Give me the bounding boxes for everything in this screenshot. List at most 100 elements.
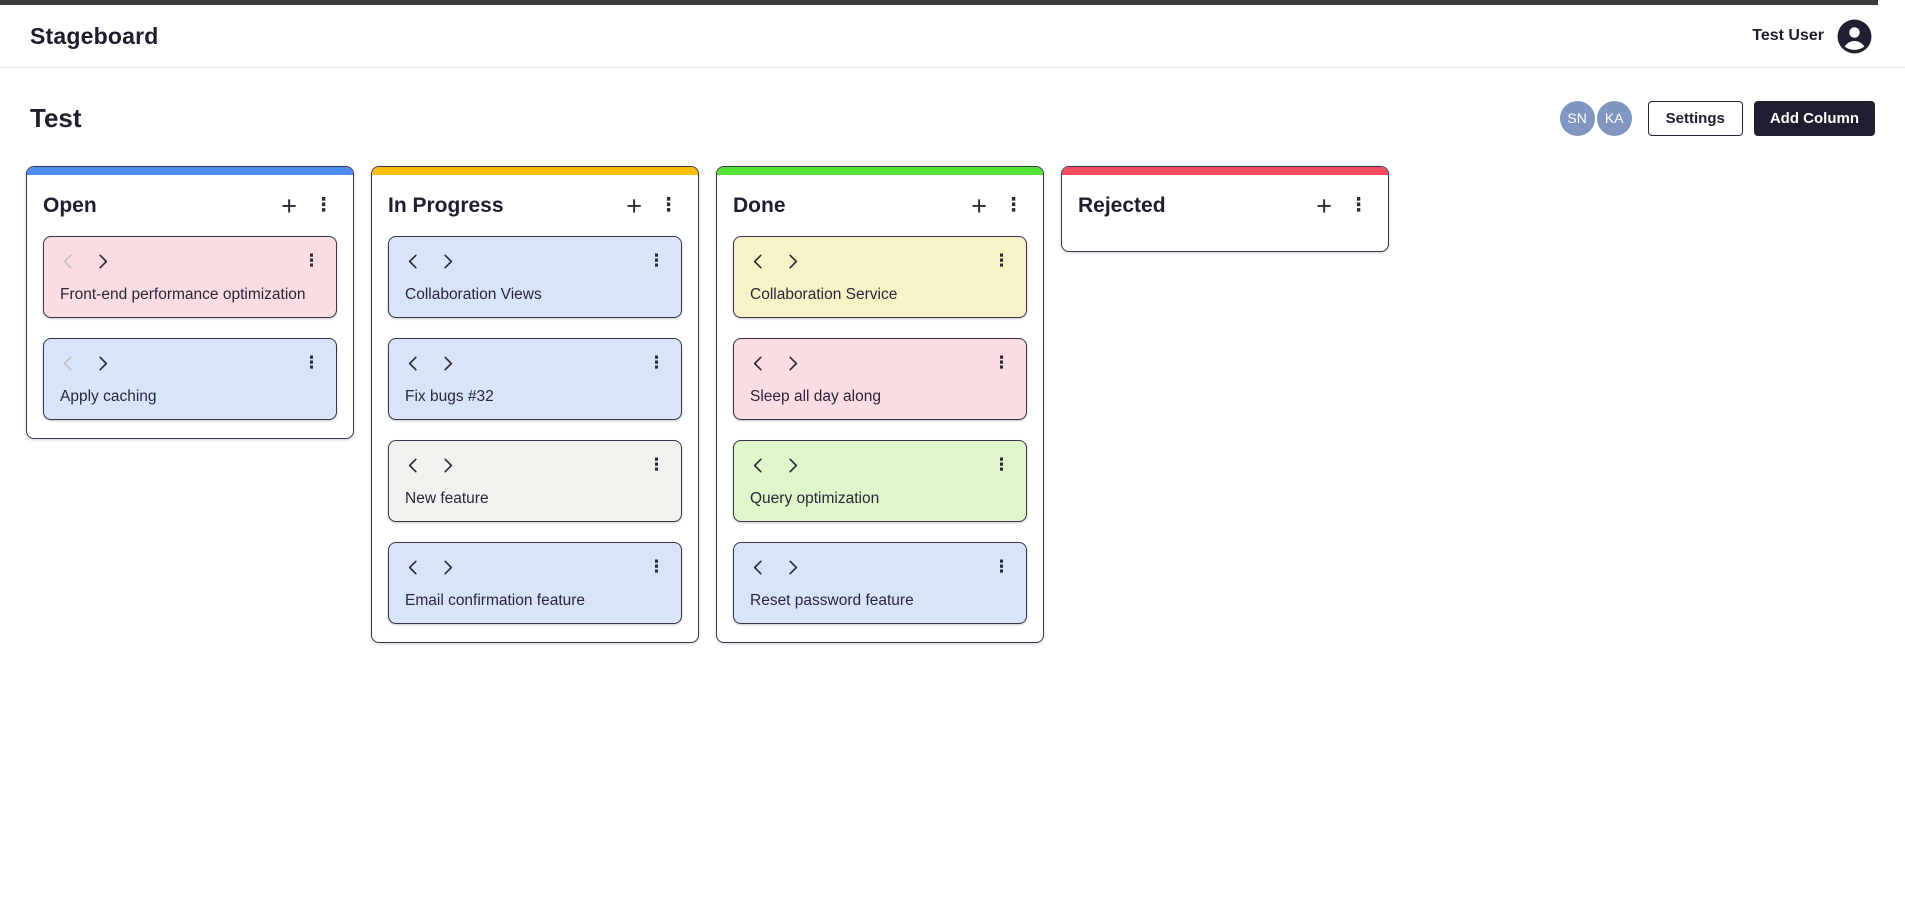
move-card-left-button[interactable] xyxy=(750,559,767,576)
kebab-icon: ⋮ xyxy=(303,251,320,270)
move-card-left-button[interactable] xyxy=(405,253,422,270)
move-card-left-button[interactable] xyxy=(405,559,422,576)
card-title: Email confirmation feature xyxy=(405,592,586,609)
column-title: In Progress xyxy=(388,193,504,217)
card[interactable]: ⋮ Front-end performance optimization xyxy=(43,236,337,318)
kebab-icon: ⋮ xyxy=(1004,194,1023,216)
kebab-icon: ⋮ xyxy=(993,353,1010,372)
card-menu-button[interactable]: ⋮ xyxy=(991,249,1012,273)
card[interactable]: ⋮ Sleep all day along xyxy=(733,338,1027,420)
move-card-right-button[interactable] xyxy=(784,559,801,576)
board-title: Test xyxy=(30,102,82,133)
card-list xyxy=(1062,236,1388,251)
add-card-button[interactable]: + xyxy=(624,190,644,221)
move-card-left-button[interactable] xyxy=(405,355,422,372)
plus-icon: + xyxy=(626,190,642,221)
chevron-left-icon xyxy=(63,356,72,370)
kebab-icon: ⋮ xyxy=(993,251,1010,270)
card[interactable]: ⋮ Fix bugs #32 xyxy=(388,338,682,420)
move-card-left-button[interactable] xyxy=(750,355,767,372)
card-menu-button[interactable]: ⋮ xyxy=(646,555,667,579)
card-menu-button[interactable]: ⋮ xyxy=(991,555,1012,579)
card-menu-button[interactable]: ⋮ xyxy=(301,351,322,375)
card-controls: ⋮ xyxy=(750,555,1012,579)
move-card-right-button[interactable] xyxy=(94,355,111,372)
card-menu-button[interactable]: ⋮ xyxy=(646,453,667,477)
chevron-left-icon xyxy=(408,356,417,370)
move-card-left-button[interactable] xyxy=(60,253,77,270)
card[interactable]: ⋮ Apply caching xyxy=(43,338,337,420)
window-top-edge xyxy=(0,0,1878,5)
member-avatar[interactable]: SN xyxy=(1559,100,1595,136)
card-controls: ⋮ xyxy=(405,249,667,273)
kebab-icon: ⋮ xyxy=(1349,194,1368,216)
column-menu-button[interactable]: ⋮ xyxy=(1347,194,1370,218)
column-title: Open xyxy=(43,193,97,217)
user-name: Test User xyxy=(1752,27,1824,44)
settings-button[interactable]: Settings xyxy=(1647,100,1743,136)
card[interactable]: ⋮ Query optimization xyxy=(733,440,1027,522)
move-card-right-button[interactable] xyxy=(784,355,801,372)
card-menu-button[interactable]: ⋮ xyxy=(646,249,667,273)
kanban-column: Done + ⋮ ⋮ Col xyxy=(716,166,1044,643)
move-card-right-button[interactable] xyxy=(94,253,111,270)
user-avatar-icon[interactable] xyxy=(1836,18,1873,55)
chevron-left-icon xyxy=(753,356,762,370)
user-menu[interactable]: Test User xyxy=(1752,18,1873,55)
column-menu-button[interactable]: ⋮ xyxy=(1002,194,1025,218)
column-accent-bar xyxy=(372,167,698,175)
card-title: Sleep all day along xyxy=(750,388,881,405)
column-accent-bar xyxy=(1062,167,1388,175)
chevron-left-icon xyxy=(753,560,762,574)
chevron-right-icon xyxy=(789,560,798,574)
move-card-left-button[interactable] xyxy=(405,457,422,474)
chevron-left-icon xyxy=(753,458,762,472)
move-card-right-button[interactable] xyxy=(784,253,801,270)
kebab-icon: ⋮ xyxy=(993,455,1010,474)
column-accent-bar xyxy=(27,167,353,175)
card[interactable]: ⋮ Email confirmation feature xyxy=(388,542,682,624)
move-card-right-button[interactable] xyxy=(439,559,456,576)
card[interactable]: ⋮ Collaboration Service xyxy=(733,236,1027,318)
column-header: Done + ⋮ xyxy=(717,175,1043,236)
add-card-button[interactable]: + xyxy=(279,192,299,219)
card[interactable]: ⋮ Collaboration Views xyxy=(388,236,682,318)
plus-icon: + xyxy=(1316,190,1332,221)
card-menu-button[interactable]: ⋮ xyxy=(991,351,1012,375)
card[interactable]: ⋮ Reset password feature xyxy=(733,542,1027,624)
chevron-right-icon xyxy=(99,254,108,268)
move-card-right-button[interactable] xyxy=(784,457,801,474)
kebab-icon: ⋮ xyxy=(648,251,665,270)
card-menu-button[interactable]: ⋮ xyxy=(991,453,1012,477)
column-menu-button[interactable]: ⋮ xyxy=(657,194,680,218)
plus-icon: + xyxy=(971,190,987,221)
move-card-right-button[interactable] xyxy=(439,253,456,270)
member-avatar[interactable]: KA xyxy=(1596,100,1632,136)
card-menu-button[interactable]: ⋮ xyxy=(301,249,322,273)
move-card-left-button[interactable] xyxy=(750,457,767,474)
add-column-button[interactable]: Add Column xyxy=(1753,100,1875,136)
add-card-button[interactable]: + xyxy=(1314,190,1334,221)
app-title: Stageboard xyxy=(30,22,159,49)
move-card-left-button[interactable] xyxy=(60,355,77,372)
board-toolbar: Test SN KA Settings Add Column xyxy=(0,68,1905,138)
toolbar-actions: SN KA Settings Add Column xyxy=(1559,100,1875,136)
chevron-right-icon xyxy=(444,560,453,574)
card-list: ⋮ Front-end performance optimization ⋮ A… xyxy=(27,236,353,438)
chevron-left-icon xyxy=(408,254,417,268)
move-card-right-button[interactable] xyxy=(439,457,456,474)
card[interactable]: ⋮ New feature xyxy=(388,440,682,522)
card-menu-button[interactable]: ⋮ xyxy=(646,351,667,375)
move-card-left-button[interactable] xyxy=(750,253,767,270)
chevron-right-icon xyxy=(444,458,453,472)
card-list: ⋮ Collaboration Service ⋮ Sleep all day … xyxy=(717,236,1043,642)
move-card-right-button[interactable] xyxy=(439,355,456,372)
card-title: Front-end performance optimization xyxy=(60,286,306,303)
board-columns: Open + ⋮ ⋮ Fro xyxy=(0,138,1905,643)
add-card-button[interactable]: + xyxy=(969,190,989,221)
column-header: In Progress + ⋮ xyxy=(372,175,698,236)
chevron-left-icon xyxy=(408,560,417,574)
card-controls: ⋮ xyxy=(750,453,1012,477)
column-menu-button[interactable]: ⋮ xyxy=(312,194,335,218)
card-title: Reset password feature xyxy=(750,592,914,609)
